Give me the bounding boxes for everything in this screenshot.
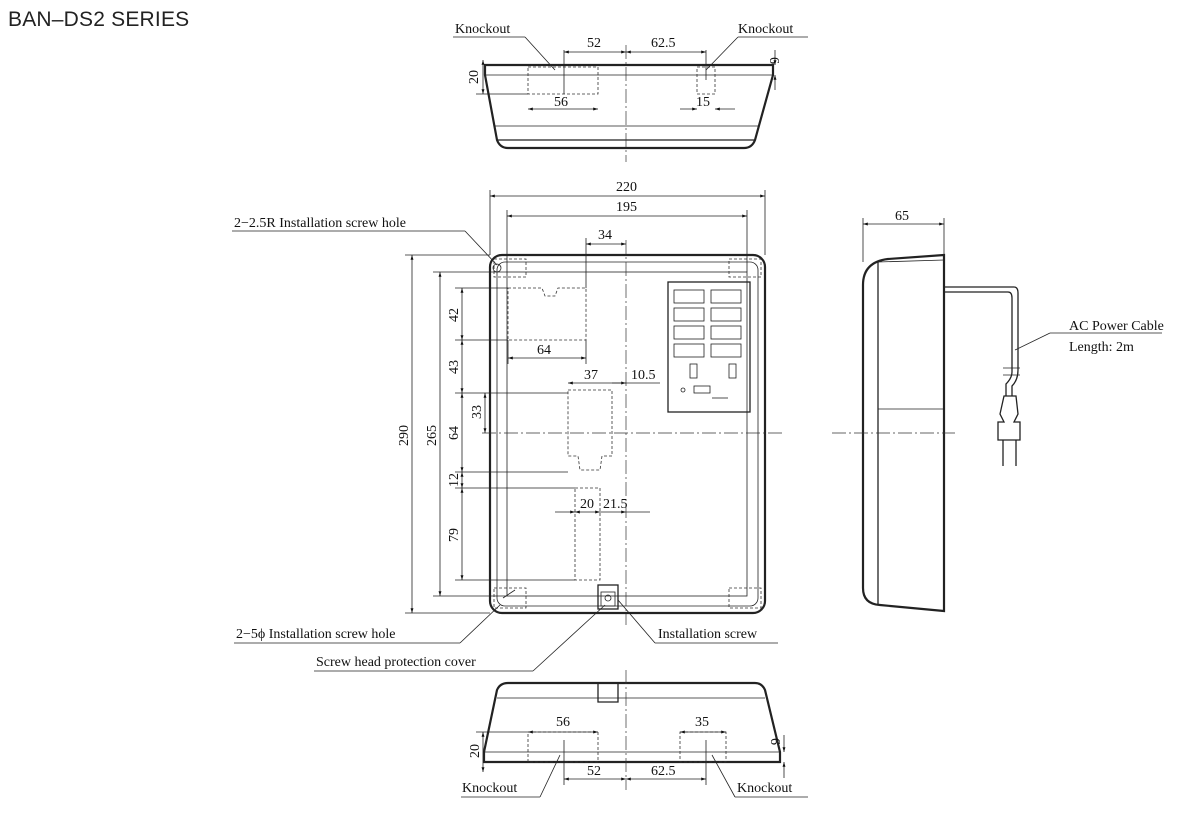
dim-label: 56 <box>554 95 568 110</box>
dim-label: 21.5 <box>603 497 628 512</box>
dim-label: 42 <box>447 308 462 322</box>
dim-label: 52 <box>587 36 601 51</box>
dim-label: 35 <box>695 715 709 730</box>
dim-label: 79 <box>447 528 462 542</box>
dim-label: 20 <box>468 744 483 758</box>
ac-cable-label: AC Power Cable <box>1069 319 1164 334</box>
dim-label: 12 <box>447 473 462 487</box>
dim-label: 265 <box>425 425 440 446</box>
dim-label: 62.5 <box>651 764 676 779</box>
dim-label: 43 <box>447 360 462 374</box>
series-title: BAN–DS2 SERIES <box>8 8 190 31</box>
dim-label: 20 <box>467 70 482 84</box>
front-view: 220 195 34 64 37 10.5 20 21.5 290 265 42… <box>232 180 782 672</box>
dim-label: 195 <box>616 200 637 215</box>
dim-label: 52 <box>587 764 601 779</box>
dim-label: 15 <box>696 95 710 110</box>
side-view: 65 AC Power Cable Length: 2m <box>832 209 1164 613</box>
dim-label: 6 <box>767 738 782 745</box>
dim-label: 56 <box>556 715 570 730</box>
top-view: Knockout Knockout 52 62.5 56 15 20 6 <box>453 22 808 162</box>
dim-label: 34 <box>598 228 612 243</box>
cable-length-label: Length: 2m <box>1069 340 1134 355</box>
dim-label: 62.5 <box>651 36 676 51</box>
dim-label: 10.5 <box>631 368 656 383</box>
dim-label: 6 <box>766 57 781 64</box>
dim-label: 37 <box>584 368 598 383</box>
dim-label: 65 <box>895 209 909 224</box>
screw-cover-label: Screw head protection cover <box>316 655 476 670</box>
dim-label: 33 <box>470 405 485 419</box>
knockout-label: Knockout <box>738 22 793 37</box>
bottom-view: Knockout Knockout 56 35 52 62.5 20 6 <box>461 670 808 798</box>
control-panel <box>667 281 751 413</box>
dim-label: 64 <box>537 343 551 358</box>
dim-label: 20 <box>580 497 594 512</box>
dim-label: 64 <box>447 426 462 440</box>
knockout-label: Knockout <box>455 22 510 37</box>
knockout-label: Knockout <box>737 781 792 796</box>
knockout-label: Knockout <box>462 781 517 796</box>
install-screw-label: Installation screw <box>658 627 758 642</box>
dim-label: 220 <box>616 180 637 195</box>
screw-hole-phi-label: 2−5ϕ Installation screw hole <box>236 627 396 642</box>
screw-hole-r-label: 2−2.5R Installation screw hole <box>234 216 406 231</box>
dim-label: 290 <box>397 425 412 446</box>
